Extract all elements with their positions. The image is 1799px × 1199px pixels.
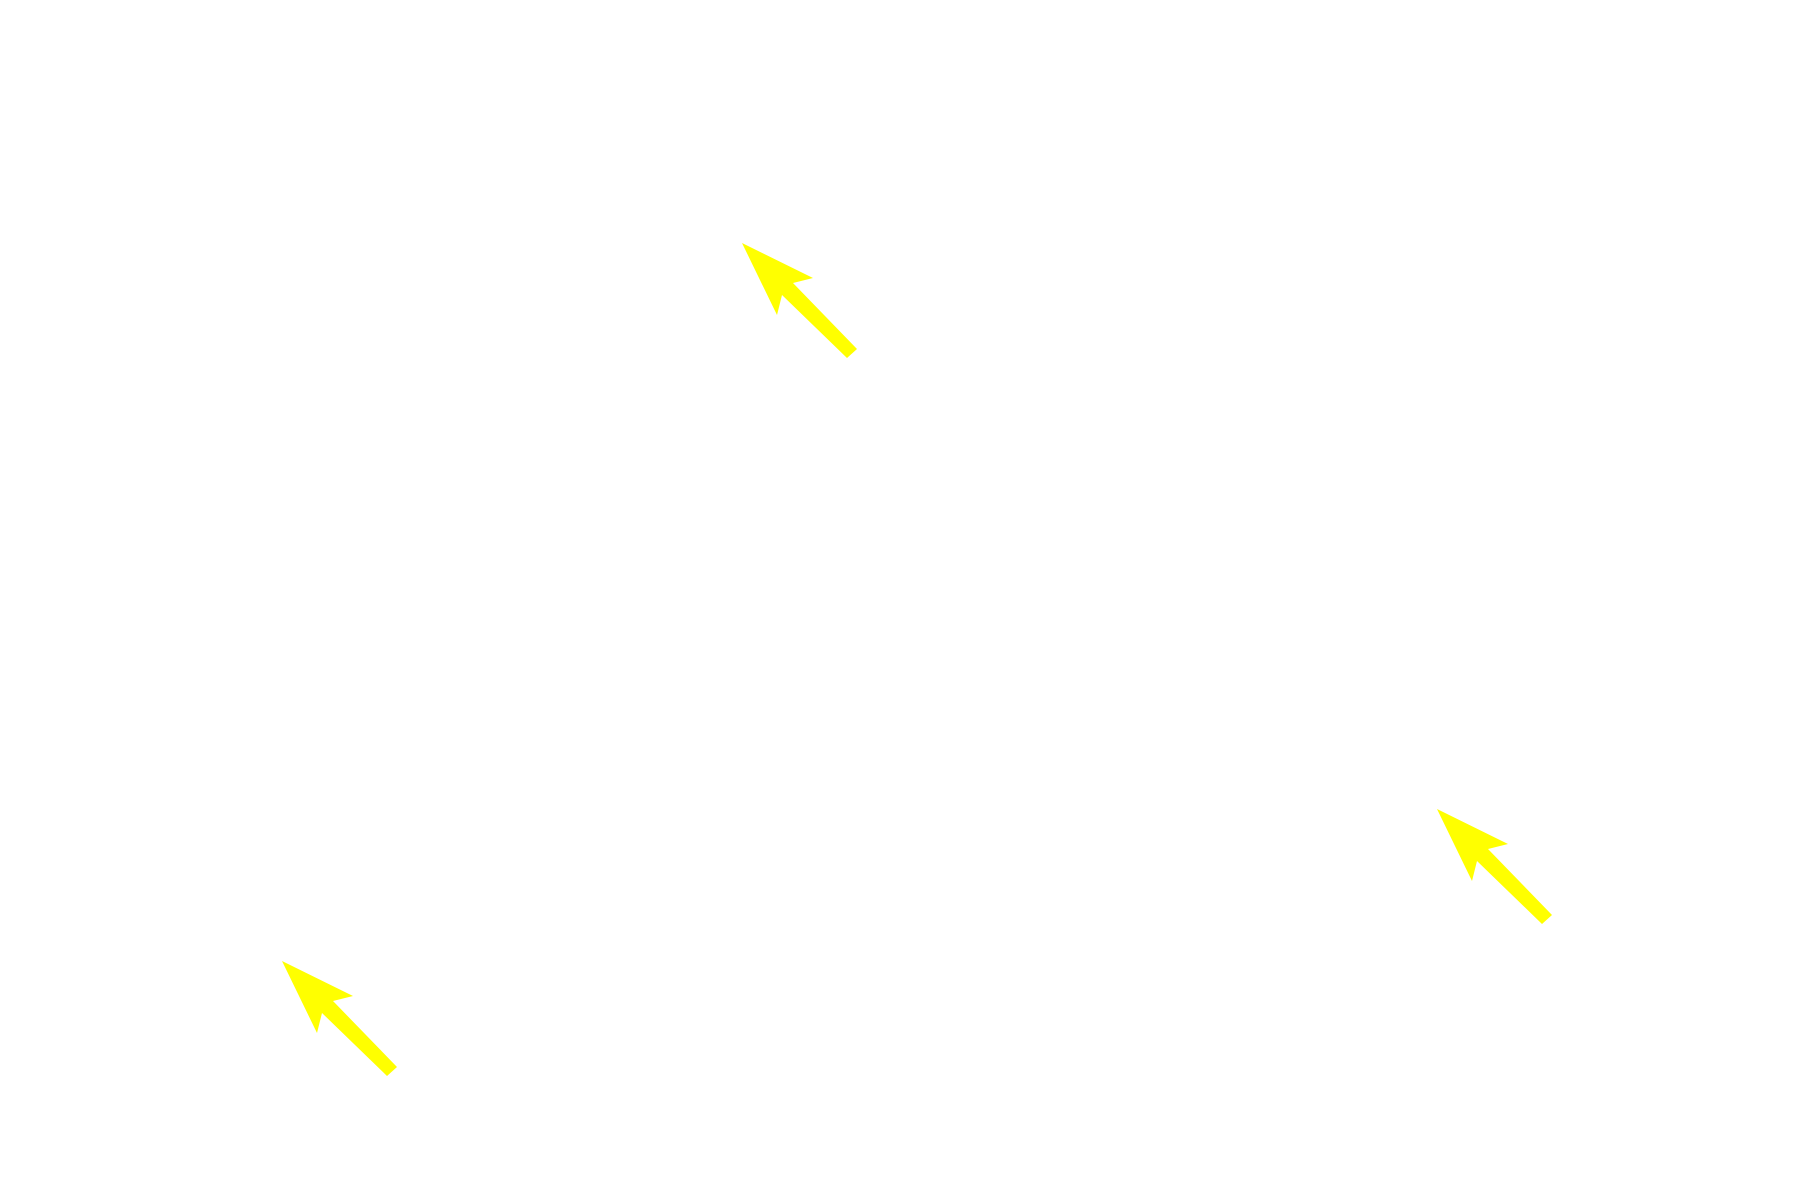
- arrow-top-icon: [742, 243, 857, 358]
- arrow-right-icon: [1437, 809, 1552, 924]
- arrow-bottom-left-icon: [282, 961, 397, 1076]
